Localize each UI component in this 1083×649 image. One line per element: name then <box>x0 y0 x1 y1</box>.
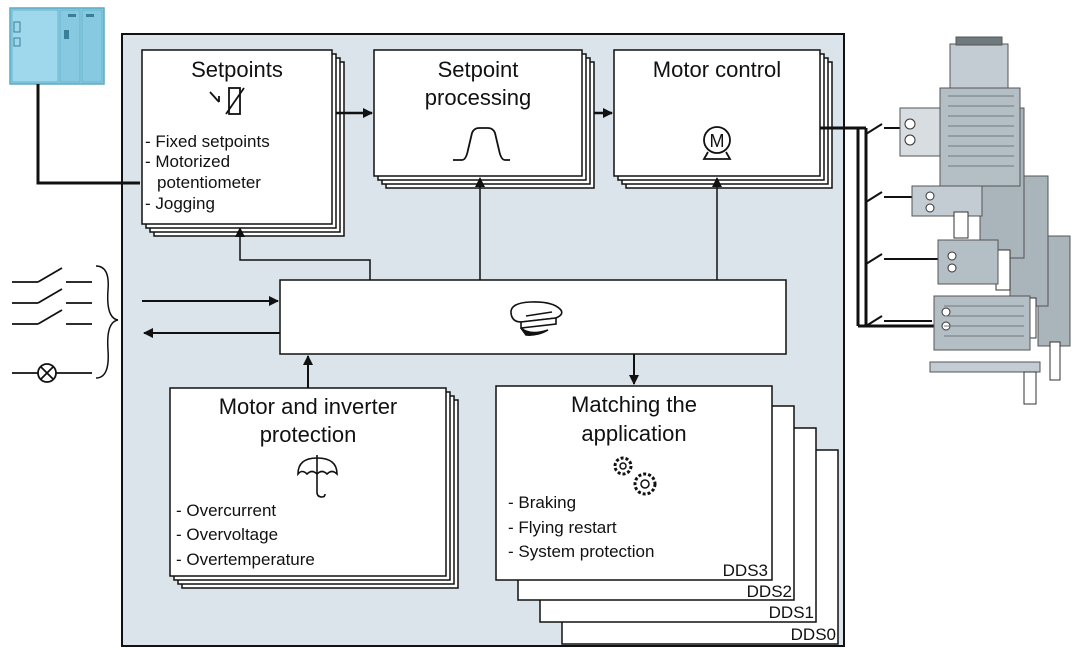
io-brace <box>95 265 119 379</box>
svg-text:M: M <box>710 131 725 151</box>
setpoints-block <box>141 49 345 237</box>
motor-output-bus <box>820 126 934 328</box>
motor-icon: M <box>702 126 732 160</box>
dataset-label-dds2: DDS2 <box>747 582 792 601</box>
plc-controller-icon <box>9 7 105 85</box>
signal-lamp-icon <box>12 363 92 383</box>
matching-item-1: - Braking <box>508 493 576 512</box>
captain-hat-icon <box>510 301 563 336</box>
matching-title-1: Matching the <box>571 392 697 417</box>
dataset-label-dds1: DDS1 <box>769 603 814 622</box>
protection-item-3: - Overtemperature <box>176 550 315 569</box>
protection-item-1: - Overcurrent <box>176 501 276 520</box>
setpoints-item-4: - Jogging <box>145 194 215 213</box>
protection-title-2: protection <box>260 422 357 447</box>
potentiometer-icon <box>209 87 245 115</box>
setpoint-processing-title-2: processing <box>425 85 531 110</box>
dataset-label-dds0: DDS0 <box>791 625 836 644</box>
motor-control-title: Motor control <box>653 57 781 82</box>
motor-control-block <box>613 49 833 189</box>
motor-switches <box>865 123 940 327</box>
controller-link <box>36 84 140 185</box>
gears-icon <box>613 456 657 496</box>
protection-title-1: Motor and inverter <box>219 394 398 419</box>
arrow-central-to-setpoints <box>235 227 371 280</box>
protection-item-2: - Overvoltage <box>176 525 278 544</box>
setpoints-item-3: potentiometer <box>157 173 261 192</box>
setpoint-processing-block <box>373 49 595 189</box>
setpoints-title: Setpoints <box>191 57 283 82</box>
matching-item-3: - System protection <box>508 542 654 561</box>
motor-group-icon <box>899 36 1071 405</box>
matching-item-2: - Flying restart <box>508 518 617 537</box>
digital-inputs-icon <box>12 267 92 325</box>
setpoint-processing-title-1: Setpoint <box>438 57 519 82</box>
setpoints-item-1: - Fixed setpoints <box>145 132 270 151</box>
setpoints-item-2: - Motorized <box>145 152 230 171</box>
matching-title-2: application <box>581 421 686 446</box>
protection-block <box>169 387 459 589</box>
matching-application-block <box>495 385 839 645</box>
umbrella-icon <box>297 455 338 498</box>
ramp-icon <box>453 127 510 161</box>
dataset-label-dds3: DDS3 <box>723 561 768 580</box>
